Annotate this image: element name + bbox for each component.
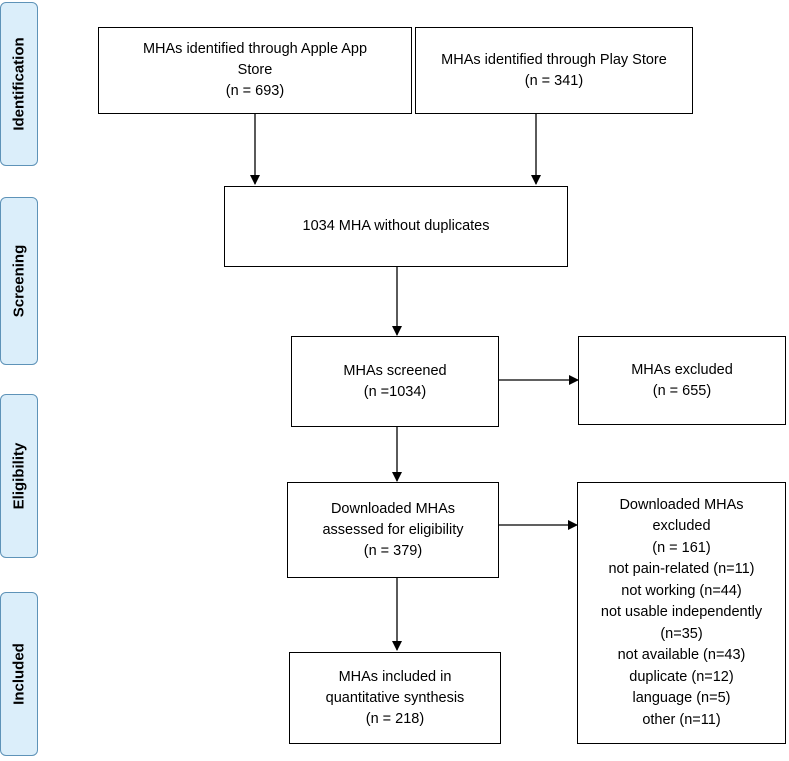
dl-excluded-line: not usable independently [600, 604, 763, 621]
box-screened-line1: MHAs screened [343, 362, 447, 379]
dl-excluded-line: not pain-related (n=11) [608, 561, 755, 578]
box-assessed-eligibility: Downloaded MHAs assessed for eligibility… [287, 482, 499, 578]
stage-screening: Screening [0, 197, 38, 365]
stage-eligibility: Eligibility [0, 394, 38, 558]
box-screened-count: (n =1034) [363, 383, 427, 400]
box-play-count: (n = 341) [524, 72, 584, 89]
box-downloaded-excluded: Downloaded MHAs excluded (n = 161) not pain… [577, 482, 786, 744]
dl-excluded-line: other (n=11) [642, 711, 721, 728]
box-screened: MHAs screened (n =1034) [291, 336, 499, 427]
dl-excluded-line: (n=35) [660, 625, 703, 642]
box-included-synthesis: MHAs included in quantitative synthesis … [289, 652, 501, 744]
dl-excluded-line: language (n=5) [632, 690, 731, 707]
stage-identification: Identification [0, 2, 38, 166]
dl-excluded-line: not working (n=44) [621, 582, 742, 599]
dl-excluded-line: not available (n=43) [617, 647, 746, 664]
box-apple-count: (n = 693) [225, 83, 285, 99]
box-apple-line1: MHAs identified through Apple App [142, 41, 368, 57]
box-without-duplicates: 1034 MHA without duplicates [224, 186, 568, 267]
box-excluded: MHAs excluded (n = 655) [578, 336, 786, 425]
box-included-line2: quantitative synthesis [325, 689, 465, 706]
box-apple-line2: Store [237, 62, 273, 78]
box-assessed-line2: assessed for eligibility [322, 521, 464, 538]
dl-excluded-line: Downloaded MHAs [619, 496, 744, 513]
box-play-line1: MHAs identified through Play Store [441, 51, 667, 68]
box-included-line1: MHAs included in [338, 668, 452, 685]
box-apple-app-store: MHAs identified through Apple App Store … [98, 27, 412, 114]
box-play-store: MHAs identified through Play Store (n = … [415, 27, 693, 114]
stage-included: Included [0, 592, 38, 756]
box-included-count: (n = 218) [365, 710, 425, 727]
dl-excluded-line: (n = 161) [652, 539, 711, 556]
dl-excluded-line: duplicate (n=12) [629, 668, 734, 685]
dl-excluded-line: excluded [652, 518, 711, 535]
box-dedup-line1: 1034 MHA without duplicates [302, 218, 490, 234]
box-excluded-line1: MHAs excluded [631, 361, 733, 378]
box-excluded-count: (n = 655) [652, 382, 712, 399]
box-assessed-count: (n = 379) [363, 542, 423, 559]
box-assessed-line1: Downloaded MHAs [330, 500, 456, 517]
